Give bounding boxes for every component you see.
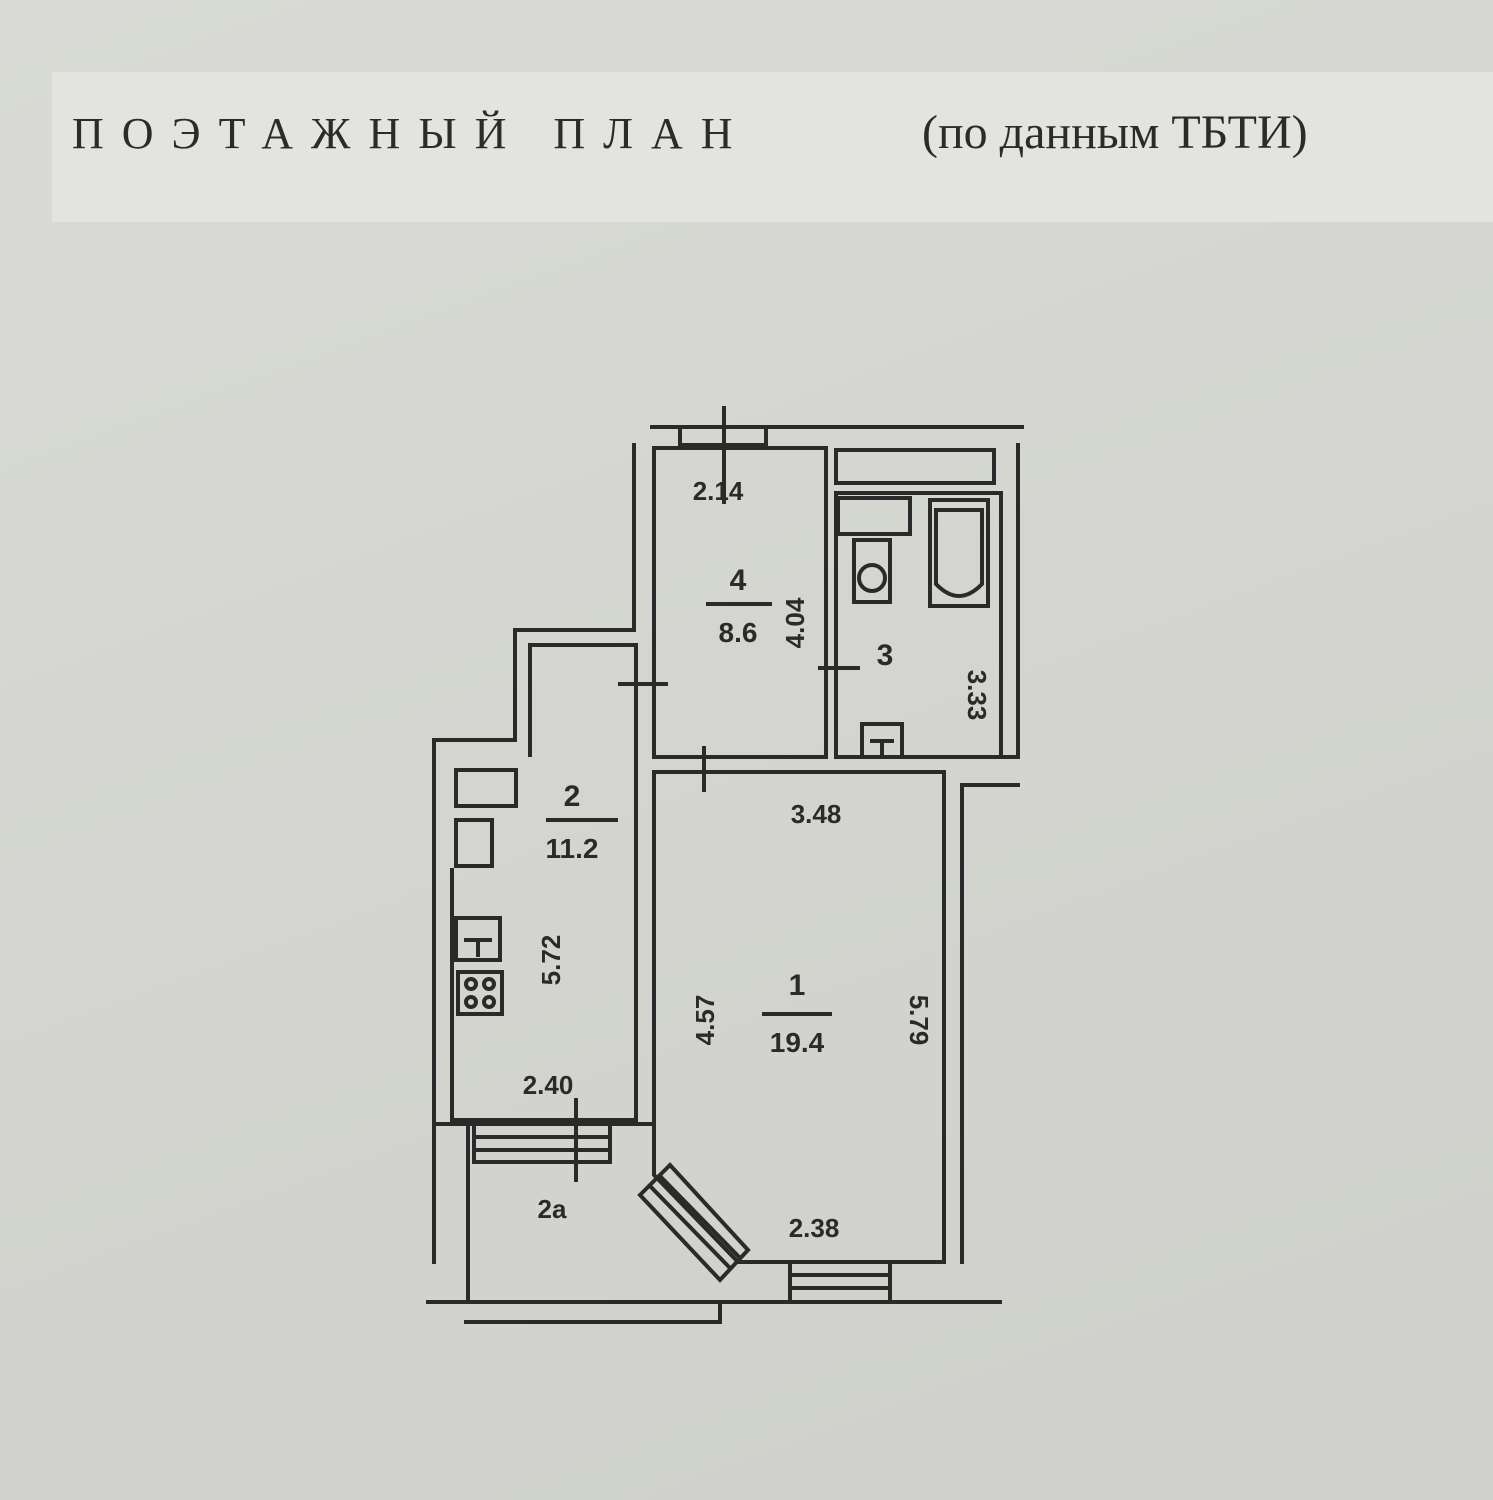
room-1-area: 19.4 [770, 1027, 825, 1058]
dim-room-2-width: 2.40 [523, 1070, 574, 1100]
dim-room-1-right: 5.79 [904, 995, 934, 1046]
dim-room-4-length: 4.04 [780, 597, 810, 648]
dim-room-1-left: 4.57 [690, 995, 720, 1046]
room-2-area: 11.2 [546, 833, 599, 864]
stove-burner-4 [482, 995, 496, 1009]
dim-room-3-length: 3.33 [962, 670, 992, 721]
window-bay-lines [647, 1173, 743, 1271]
toilet-tank [852, 538, 892, 604]
room-1-number: 1 [789, 969, 806, 1002]
window-room-1-lines [788, 1273, 892, 1290]
kitchen-cabinet-2 [454, 818, 494, 868]
loggia-bottom [464, 1300, 722, 1324]
stove-burner-2 [482, 977, 496, 991]
room-3-number: 3 [877, 639, 894, 672]
bathtub [928, 498, 990, 608]
title-note: (по данным ТБТИ) [922, 106, 1308, 159]
sink-bath [860, 722, 904, 759]
room-2-number: 2 [564, 780, 581, 813]
dim-room-1-top: 3.48 [791, 799, 842, 829]
room-2-walls [450, 643, 638, 1122]
closet-top [834, 448, 996, 485]
window-kitchen [472, 1122, 612, 1164]
page-title: ПОЭТАЖНЫЙ ПЛАН [72, 109, 751, 158]
kitchen-cabinet-1 [454, 768, 518, 808]
dim-room-2-length: 5.72 [536, 935, 566, 986]
faucet-bath [870, 739, 894, 756]
loggia-label: 2a [538, 1194, 567, 1224]
title-band [52, 72, 1493, 222]
wall-left-outer [432, 443, 636, 1264]
dim-room-4-width: 2.14 [693, 476, 744, 506]
dim-room-1-bottom: 2.38 [789, 1213, 840, 1243]
kitchen-sink [454, 916, 502, 962]
room-4-area: 8.6 [719, 617, 758, 648]
faucet-kitchen [464, 938, 492, 957]
wall-right-outer [998, 443, 1020, 759]
fraction-bars [546, 602, 832, 1016]
room-4-walls [652, 446, 828, 759]
window-kitchen-lines [472, 1135, 612, 1152]
stove-burner-3 [464, 995, 478, 1009]
room-1-walls-top-right [652, 770, 946, 1264]
bathtub-inner [934, 508, 984, 598]
stove-burner-1 [464, 977, 478, 991]
window-bay [637, 1162, 751, 1283]
window-room-1 [788, 1260, 892, 1304]
kitchen-stove [456, 970, 504, 1016]
door-marks [574, 666, 860, 1182]
toilet-bowl [857, 563, 887, 593]
bathroom-cabinet [836, 496, 912, 536]
room-4-number: 4 [730, 564, 747, 597]
